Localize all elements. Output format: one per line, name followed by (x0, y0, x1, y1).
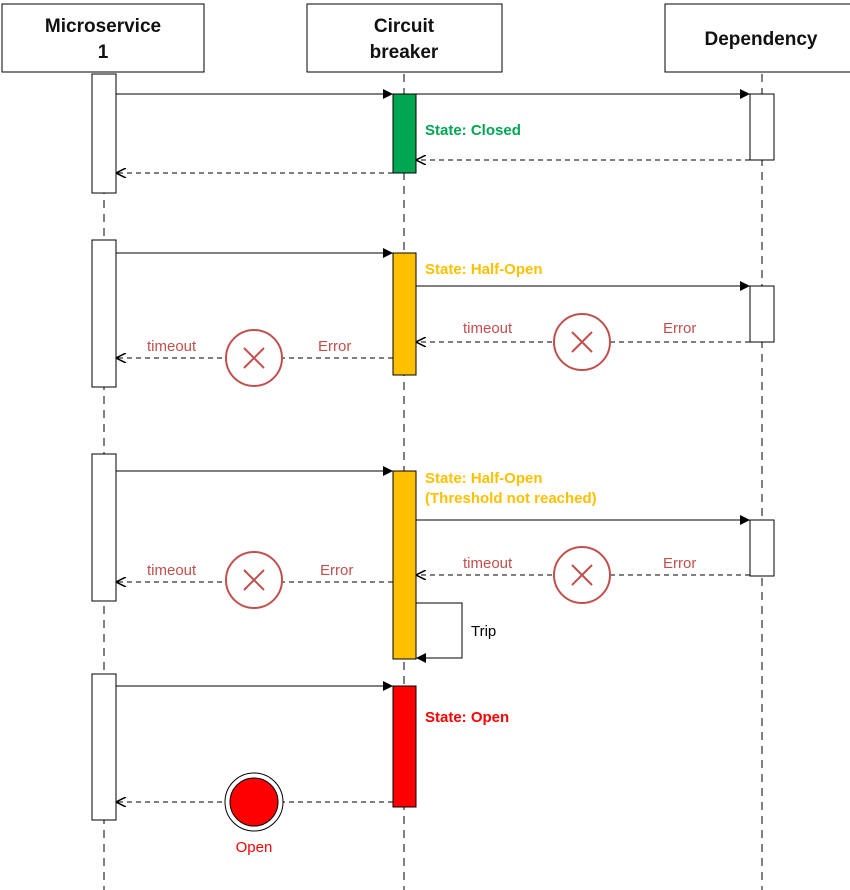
error-x-icon-cross (571, 564, 593, 586)
error-x-icon-cross (571, 331, 593, 353)
scenario-open: State: Open Open (91, 673, 509, 856)
participant-microservice-line1: Microservice (45, 16, 161, 37)
timeout-label: timeout (147, 562, 197, 579)
timeout-label: timeout (463, 320, 513, 337)
scenario-closed: State: Closed (91, 73, 775, 194)
participant-dependency-label: Dependency (705, 29, 818, 50)
trip-self-arrow (416, 602, 463, 663)
activation-dependency (749, 285, 775, 343)
activation-breaker-half-open (392, 470, 417, 660)
activation-breaker-half-open (392, 252, 417, 376)
timeout-label: timeout (463, 555, 513, 572)
state-closed-label: State: Closed (425, 122, 521, 139)
state-half-open-label: State: Half-Open (425, 470, 543, 487)
activation-microservice (91, 673, 117, 821)
state-half-open-label: State: Half-Open (425, 261, 543, 278)
error-x-icon-cross (243, 569, 265, 591)
activation-dependency (749, 93, 775, 161)
scenario-half-open: State: Half-Open timeout Error timeout E… (91, 239, 775, 388)
error-label: Error (663, 320, 696, 337)
open-state-icon-core (229, 777, 279, 827)
activation-dependency (749, 519, 775, 577)
activation-breaker-open (392, 685, 417, 808)
participant-dependency: Dependency (664, 3, 850, 73)
error-label: Error (318, 338, 351, 355)
open-label: Open (236, 839, 273, 856)
timeout-label: timeout (147, 338, 197, 355)
participant-circuit-breaker: Circuit breaker (306, 3, 503, 73)
activation-microservice (91, 73, 117, 194)
participant-microservice: Microservice 1 (1, 3, 205, 73)
trip-label: Trip (471, 623, 496, 640)
activation-microservice (91, 453, 117, 602)
activation-breaker-closed (392, 93, 417, 174)
activation-microservice (91, 239, 117, 388)
scenario-half-open-trip: State: Half-Open (Threshold not reached)… (91, 453, 775, 663)
error-label: Error (320, 562, 353, 579)
participant-breaker-line2: breaker (370, 42, 439, 63)
state-open-label: State: Open (425, 709, 509, 726)
error-label: Error (663, 555, 696, 572)
participant-breaker-line1: Circuit (374, 16, 435, 37)
error-x-icon-cross (243, 347, 265, 369)
participant-microservice-line2: 1 (98, 42, 109, 63)
state-threshold-label: (Threshold not reached) (425, 490, 597, 507)
